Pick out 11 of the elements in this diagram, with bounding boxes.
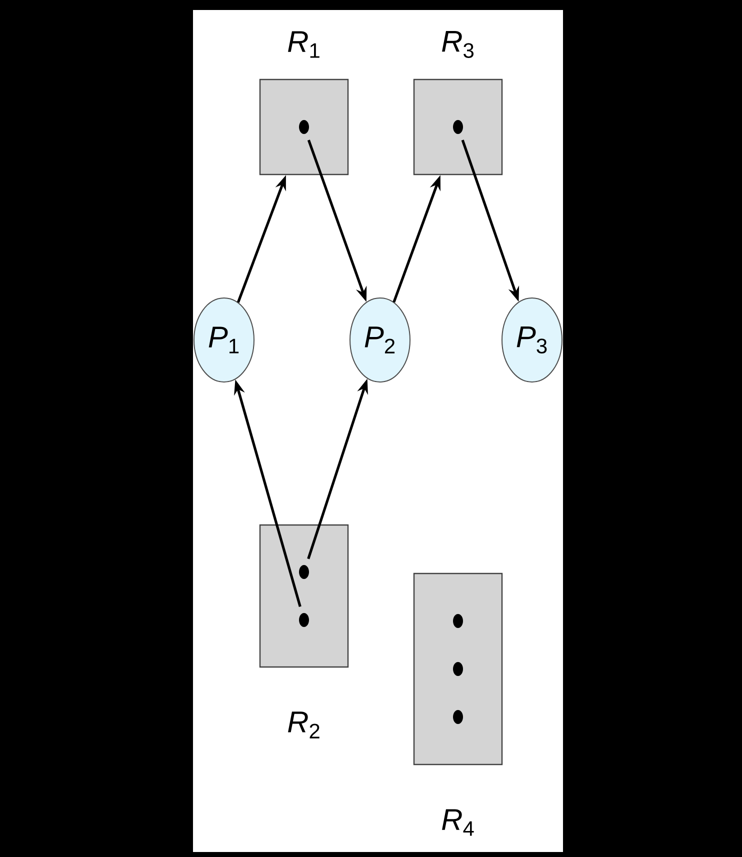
- instance-dot: [453, 710, 463, 724]
- instance-dot: [453, 614, 463, 628]
- resource-label: R$_{2}$: [288, 712, 320, 738]
- instance-dot: [453, 120, 463, 134]
- instance-dot: [453, 662, 463, 676]
- resource-label: R$_{4}$: [442, 809, 474, 836]
- instance-dot: [299, 120, 309, 134]
- resource-label: R$_{1}$: [288, 31, 320, 58]
- instance-dot: [299, 565, 309, 579]
- instance-dot: [299, 613, 309, 627]
- resource-label: R$_{3}$: [442, 31, 474, 58]
